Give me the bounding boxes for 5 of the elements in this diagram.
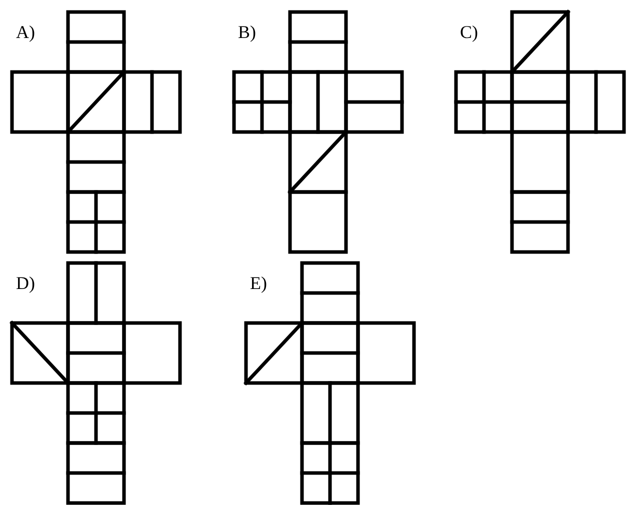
option-label: A)	[16, 22, 35, 42]
option-label: E)	[250, 273, 267, 293]
option-label: B)	[238, 22, 256, 42]
option-label: C)	[460, 22, 478, 42]
option-label: D)	[16, 273, 35, 293]
